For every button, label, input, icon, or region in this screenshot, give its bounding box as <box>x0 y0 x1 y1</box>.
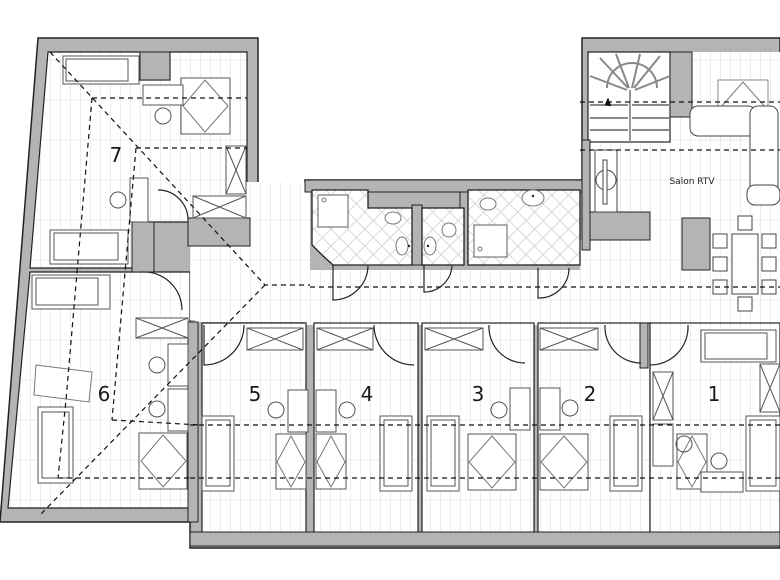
shower-tray <box>473 224 508 258</box>
room-labels: 7 6 5 4 3 2 1 Salon RTV <box>98 143 721 406</box>
room-label-7: 7 <box>110 143 123 167</box>
toilet <box>479 197 497 211</box>
floor-areas <box>7 51 780 534</box>
sink <box>521 189 545 207</box>
salon-label: Salon RTV <box>669 177 715 187</box>
bedroom-furniture <box>201 327 780 493</box>
wc-middle <box>421 207 465 266</box>
chair <box>737 296 753 312</box>
chair <box>737 215 753 231</box>
room-label-5: 5 <box>249 382 262 406</box>
room-label-1: 1 <box>708 382 721 406</box>
toilet <box>384 211 402 225</box>
sink <box>395 236 409 256</box>
sink <box>423 236 437 256</box>
room-label-3: 3 <box>472 382 485 406</box>
room-7-furniture <box>49 55 247 265</box>
room-label-2: 2 <box>584 382 597 406</box>
room-label-4: 4 <box>361 382 374 406</box>
dining-table <box>731 233 759 295</box>
toilet <box>441 222 457 238</box>
room-6-furniture <box>31 271 189 490</box>
shower-tray <box>317 194 349 228</box>
salon-furniture <box>594 79 780 312</box>
interior-walls <box>131 51 780 547</box>
bathroom-left <box>311 189 413 266</box>
room-label-6: 6 <box>98 382 111 406</box>
roof-slope-lines <box>39 51 780 516</box>
staircase <box>589 53 671 142</box>
bathroom-right <box>467 189 581 266</box>
door-swings <box>157 189 689 366</box>
